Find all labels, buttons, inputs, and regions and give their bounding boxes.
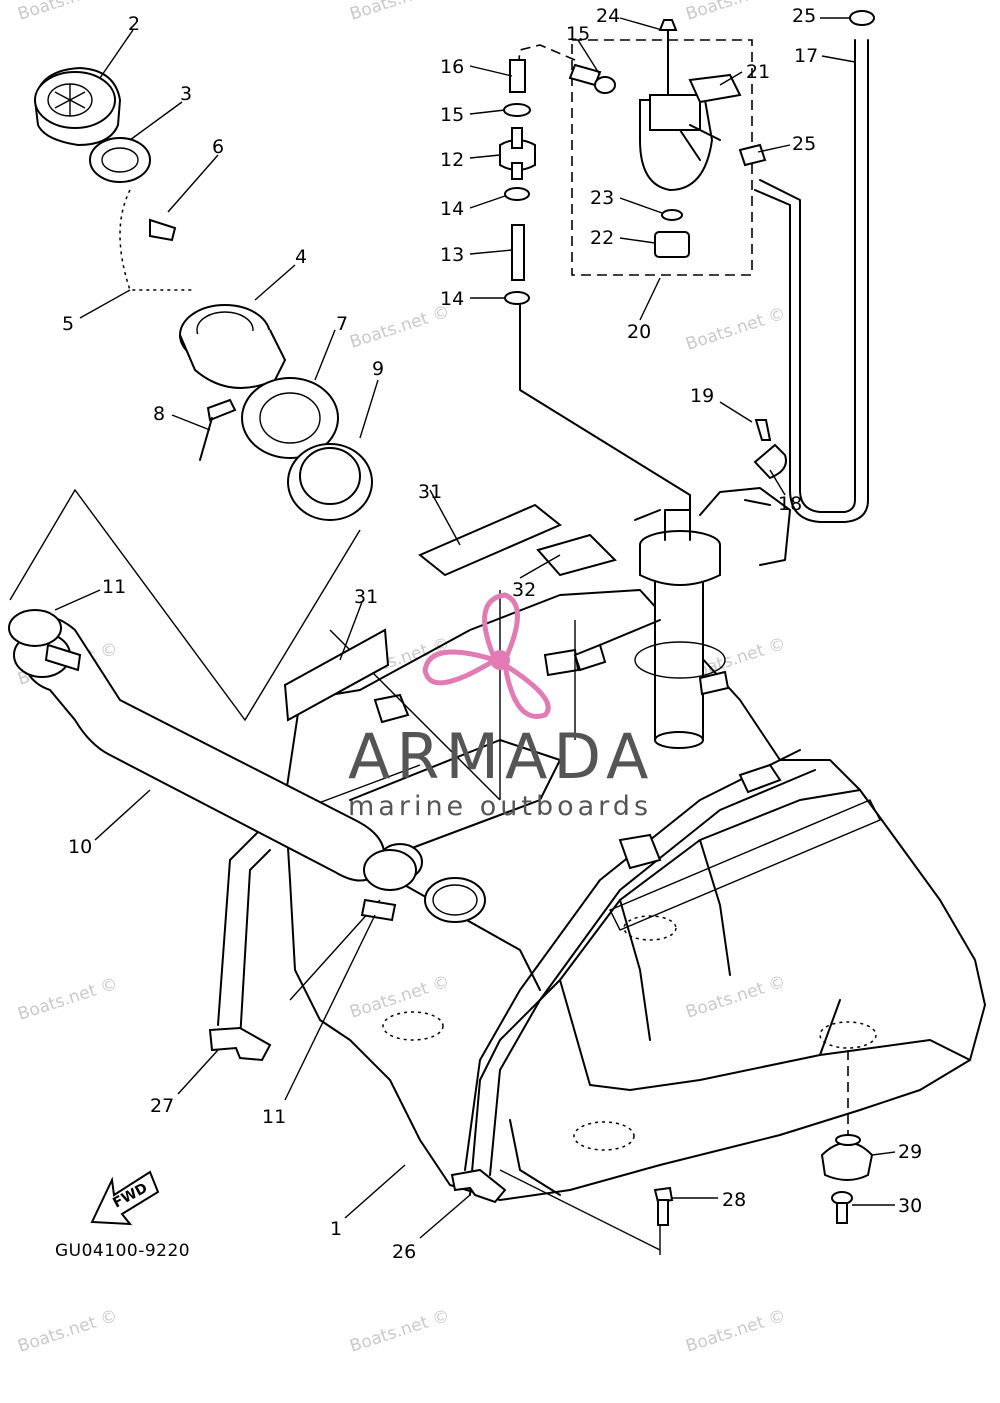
part-label-25: 25: [792, 133, 816, 155]
part-label-29: 29: [898, 1141, 922, 1163]
part-label-19: 19: [690, 385, 714, 407]
brand-tagline: marine outboards: [348, 791, 652, 822]
vent-filter-group: [499, 10, 875, 480]
part-label-9: 9: [372, 358, 384, 380]
part-label-11: 11: [262, 1106, 286, 1128]
watermark-text: Boats.net ©: [15, 1306, 120, 1357]
watermark-text: Boats.net ©: [15, 0, 120, 25]
watermark-text: Boats.net ©: [683, 1306, 788, 1357]
propeller-logo-icon: [422, 592, 551, 719]
part-label-14: 14: [440, 288, 464, 310]
part-label-32: 32: [512, 579, 536, 601]
part-label-10: 10: [68, 836, 92, 858]
part-label-14: 14: [440, 198, 464, 220]
watermark-text: Boats.net ©: [15, 974, 120, 1025]
watermark-text: Boats.net ©: [347, 1306, 452, 1357]
filler-cap-assembly: [33, 66, 373, 521]
part-label-1: 1: [330, 1218, 342, 1240]
leader-lines: [54, 17, 896, 1239]
part-label-15: 15: [440, 104, 464, 126]
part-label-7: 7: [336, 313, 348, 335]
watermark-text: Boats.net ©: [347, 972, 452, 1023]
watermark-text: Boats.net ©: [683, 304, 788, 355]
fwd-arrow-icon: FWD: [90, 1170, 160, 1226]
part-label-13: 13: [440, 244, 464, 266]
drawing-code: GU04100-9220: [55, 1241, 190, 1261]
part-label-31: 31: [354, 586, 378, 608]
part-labels: 2 3 6 4 5 7 9 8 11 10 11 27 1 26 28 29 3…: [62, 5, 922, 1263]
part-label-6: 6: [212, 136, 224, 158]
part-label-15: 15: [566, 23, 590, 45]
part-label-28: 28: [722, 1189, 746, 1211]
part-label-30: 30: [898, 1195, 922, 1217]
part-label-17: 17: [794, 45, 818, 67]
decals: [283, 503, 617, 722]
part-label-3: 3: [180, 83, 192, 105]
filler-hose: [8, 609, 417, 922]
part-label-11: 11: [102, 576, 126, 598]
part-label-23: 23: [590, 187, 614, 209]
part-label-12: 12: [440, 149, 464, 171]
part-label-27: 27: [150, 1095, 174, 1117]
part-label-4: 4: [295, 246, 307, 268]
part-label-2: 2: [128, 13, 140, 35]
fuel-pickup-unit: [543, 487, 791, 749]
watermark-text: Boats.net ©: [683, 972, 788, 1023]
watermark-text: Boats.net ©: [347, 302, 452, 353]
part-label-26: 26: [392, 1241, 416, 1263]
armada-brand-watermark: ARMADA marine outboards: [348, 592, 654, 822]
mounting-hardware: [653, 1134, 874, 1226]
part-label-18: 18: [778, 493, 802, 515]
part-label-24: 24: [596, 5, 620, 27]
part-label-25: 25: [792, 5, 816, 27]
part-label-8: 8: [153, 403, 165, 425]
part-label-31: 31: [418, 481, 442, 503]
watermark-text: Boats.net ©: [683, 0, 788, 25]
watermark-text: Boats.net ©: [347, 0, 452, 25]
part-label-5: 5: [62, 313, 74, 335]
part-label-22: 22: [590, 227, 614, 249]
part-label-16: 16: [440, 56, 464, 78]
part-label-21: 21: [746, 61, 770, 83]
part-label-20: 20: [627, 321, 651, 343]
brand-name: ARMADA: [348, 720, 654, 793]
